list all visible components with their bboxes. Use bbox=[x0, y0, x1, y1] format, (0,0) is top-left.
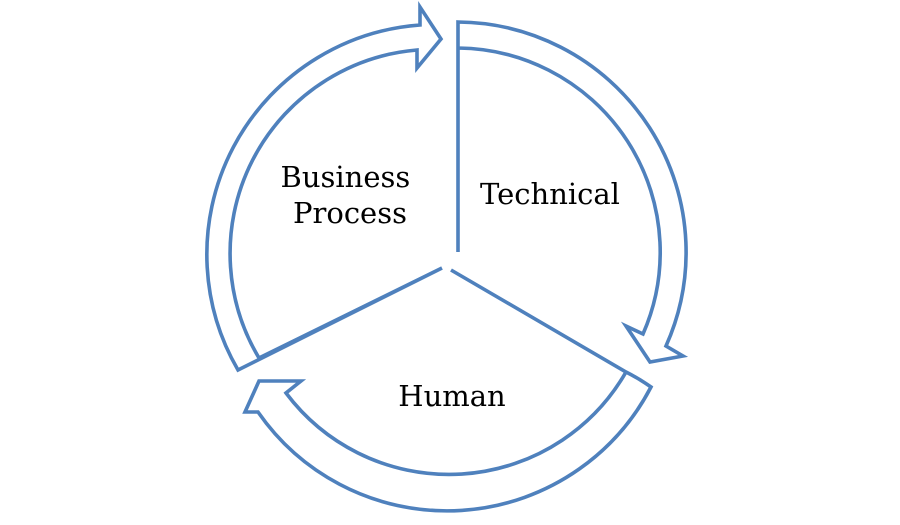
label-technical-line-1: Technical bbox=[480, 177, 620, 211]
label-human: Human bbox=[398, 379, 505, 413]
label-technical: Technical bbox=[480, 177, 620, 211]
label-business-process: Business Process bbox=[281, 160, 420, 230]
arrow-technical-outline bbox=[456, 20, 689, 364]
arrow-business-process bbox=[205, 0, 444, 373]
segment-technical: Technical bbox=[456, 20, 689, 364]
segment-business-process: Business Process bbox=[205, 0, 444, 373]
arrow-human-main bbox=[242, 268, 654, 513]
label-business-process-line-2: Process bbox=[293, 196, 407, 230]
segment-human: Human bbox=[242, 268, 654, 513]
label-business-process-line-1: Business bbox=[281, 160, 411, 194]
label-human-line-1: Human bbox=[398, 379, 505, 413]
